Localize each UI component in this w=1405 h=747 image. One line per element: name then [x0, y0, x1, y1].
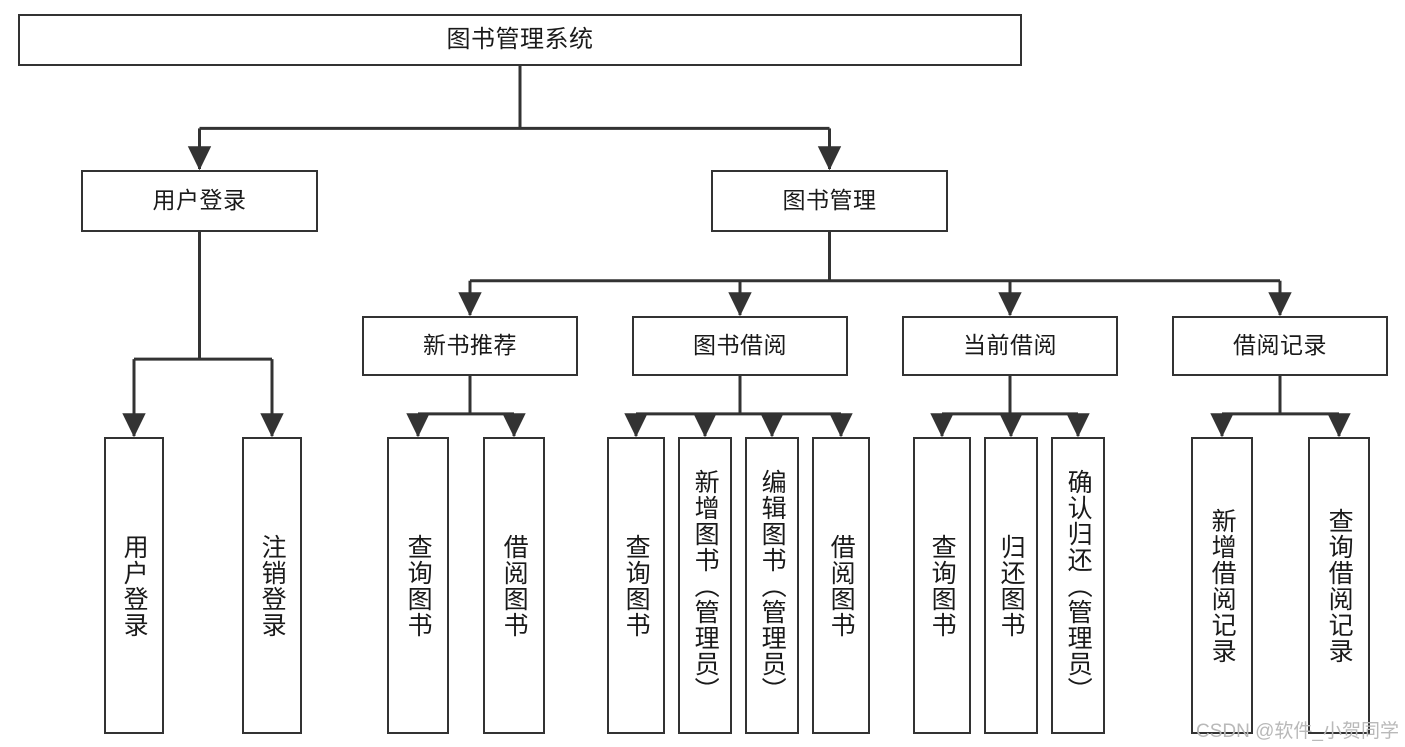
leaf-confirm-return-label: 确认归还（管理员） — [1064, 468, 1093, 703]
leaf-return-book-label: 归还图书 — [997, 533, 1026, 638]
node-new-book-recommend-label: 新书推荐 — [423, 332, 517, 359]
leaf-borrow-book-1[interactable]: 借阅图书 — [483, 437, 545, 734]
leaf-user-login-label: 用户登录 — [120, 533, 149, 638]
node-root-label: 图书管理系统 — [446, 25, 594, 53]
node-book-borrow[interactable]: 图书借阅 — [632, 316, 848, 376]
node-current-borrow-label: 当前借阅 — [963, 332, 1057, 359]
node-borrow-record-label: 借阅记录 — [1233, 332, 1327, 359]
leaf-borrow-book-2[interactable]: 借阅图书 — [812, 437, 870, 734]
leaf-query-book-3[interactable]: 查询图书 — [913, 437, 971, 734]
leaf-add-book-label: 新增图书（管理员） — [691, 468, 720, 703]
leaf-user-logout-label: 注销登录 — [258, 533, 287, 638]
leaf-query-book-2[interactable]: 查询图书 — [607, 437, 665, 734]
leaf-confirm-return[interactable]: 确认归还（管理员） — [1051, 437, 1105, 734]
node-user-login-label: 用户登录 — [152, 187, 247, 214]
leaf-return-book[interactable]: 归还图书 — [984, 437, 1038, 734]
leaf-user-login[interactable]: 用户登录 — [104, 437, 164, 734]
leaf-borrow-book-2-label: 借阅图书 — [827, 533, 856, 638]
leaf-query-book-3-label: 查询图书 — [928, 533, 957, 638]
leaf-query-borrow-record[interactable]: 查询借阅记录 — [1308, 437, 1370, 734]
leaf-query-borrow-record-label: 查询借阅记录 — [1325, 507, 1354, 664]
node-book-manage-label: 图书管理 — [782, 187, 877, 214]
leaf-add-borrow-record[interactable]: 新增借阅记录 — [1191, 437, 1253, 734]
node-book-manage[interactable]: 图书管理 — [711, 170, 948, 232]
node-new-book-recommend[interactable]: 新书推荐 — [362, 316, 578, 376]
leaf-edit-book-label: 编辑图书（管理员） — [758, 468, 787, 703]
node-borrow-record[interactable]: 借阅记录 — [1172, 316, 1388, 376]
leaf-add-borrow-record-label: 新增借阅记录 — [1208, 507, 1237, 664]
leaf-query-book-1-label: 查询图书 — [404, 533, 433, 638]
leaf-add-book[interactable]: 新增图书（管理员） — [678, 437, 732, 734]
node-root[interactable]: 图书管理系统 — [18, 14, 1022, 66]
leaf-user-logout[interactable]: 注销登录 — [242, 437, 302, 734]
leaf-borrow-book-1-label: 借阅图书 — [500, 533, 529, 638]
leaf-query-book-2-label: 查询图书 — [622, 533, 651, 638]
watermark: CSDN @软件_小贺同学 — [1196, 721, 1399, 742]
leaf-edit-book[interactable]: 编辑图书（管理员） — [745, 437, 799, 734]
node-current-borrow[interactable]: 当前借阅 — [902, 316, 1118, 376]
node-user-login[interactable]: 用户登录 — [81, 170, 318, 232]
leaf-query-book-1[interactable]: 查询图书 — [387, 437, 449, 734]
node-book-borrow-label: 图书借阅 — [693, 332, 787, 359]
